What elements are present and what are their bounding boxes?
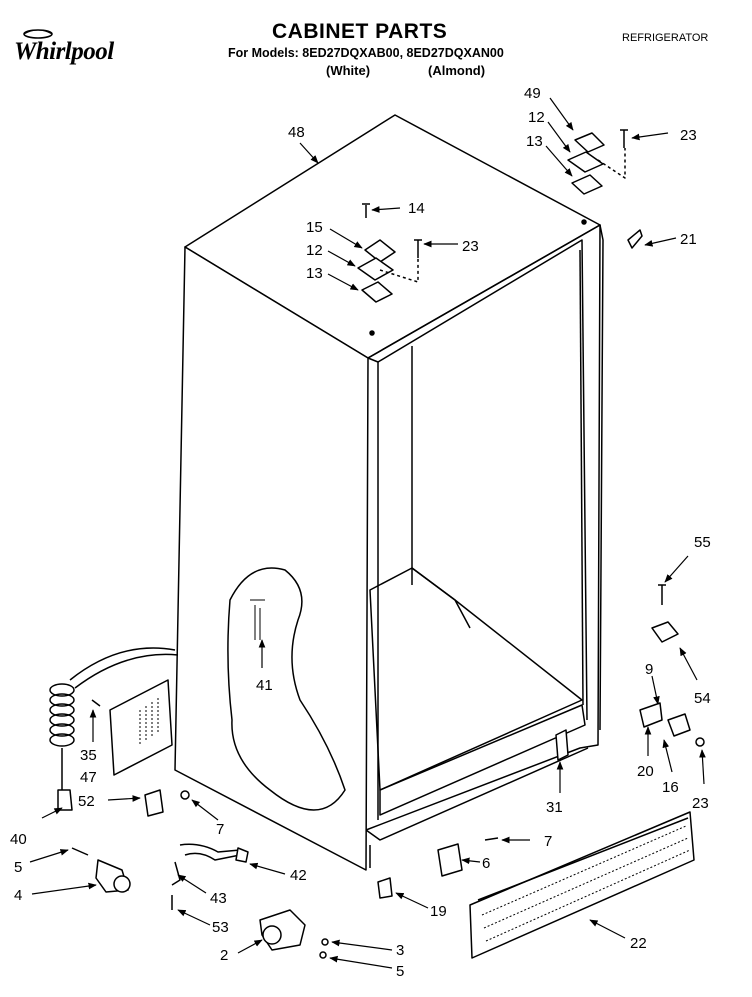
callout-55: 55 — [694, 534, 711, 551]
callout-16: 16 — [662, 779, 679, 796]
callout-labels: 48 49 12 13 23 14 15 12 23 13 21 55 41 5… — [10, 85, 711, 980]
right-hinge-assembly — [567, 129, 643, 249]
callout-4: 4 — [14, 887, 22, 904]
callout-7: 7 — [544, 833, 552, 850]
callout-23: 23 — [680, 127, 697, 144]
callout-49: 49 — [524, 85, 541, 102]
whirlpool-logo — [8, 25, 148, 75]
callout-22: 22 — [630, 935, 647, 952]
power-cord-assembly — [49, 647, 190, 817]
callout-5: 5 — [14, 859, 22, 876]
callout-7: 7 — [216, 821, 224, 838]
logo-swoosh-icon — [23, 29, 53, 39]
lower-center-parts — [377, 729, 569, 899]
callout-5: 5 — [396, 963, 404, 980]
right-side-parts — [639, 584, 705, 747]
callout-23: 23 — [462, 238, 479, 255]
lower-left-parts — [71, 843, 329, 959]
callout-20: 20 — [637, 763, 654, 780]
callout-12: 12 — [306, 242, 323, 259]
callout-2: 2 — [220, 947, 228, 964]
callout-53: 53 — [212, 919, 229, 936]
callout-6: 6 — [482, 855, 490, 872]
callout-12: 12 — [528, 109, 545, 126]
callout-42: 42 — [290, 867, 307, 884]
callout-23: 23 — [692, 795, 709, 812]
callout-14: 14 — [408, 200, 425, 217]
callout-52: 52 — [78, 793, 95, 810]
callout-43: 43 — [210, 890, 227, 907]
cabinet-shell — [174, 114, 604, 871]
callout-40: 40 — [10, 831, 27, 848]
variant-almond: (Almond) — [428, 63, 486, 78]
callout-13: 13 — [526, 133, 543, 150]
callout-13: 13 — [306, 265, 323, 282]
callout-54: 54 — [694, 690, 711, 707]
callout-15: 15 — [306, 219, 323, 236]
leader-lines — [29, 97, 706, 969]
callout-19: 19 — [430, 903, 447, 920]
callout-31: 31 — [546, 799, 563, 816]
callout-35: 35 — [80, 747, 97, 764]
callout-9: 9 — [645, 661, 653, 678]
callout-3: 3 — [396, 942, 404, 959]
callout-41: 41 — [256, 677, 273, 694]
callout-47: 47 — [80, 769, 97, 786]
brand-wordmark: Whirlpool — [14, 38, 114, 65]
appliance-category: REFRIGERATOR — [622, 32, 709, 44]
center-hinge-assembly — [357, 203, 422, 336]
page-title: CABINET PARTS — [272, 20, 448, 43]
model-numbers: For Models: 8ED27DQXAB00, 8ED27DQXAN00 — [228, 46, 504, 60]
toe-grille — [469, 811, 695, 959]
callout-21: 21 — [680, 231, 697, 248]
callout-48: 48 — [288, 124, 305, 141]
variant-white: (White) — [326, 63, 371, 78]
